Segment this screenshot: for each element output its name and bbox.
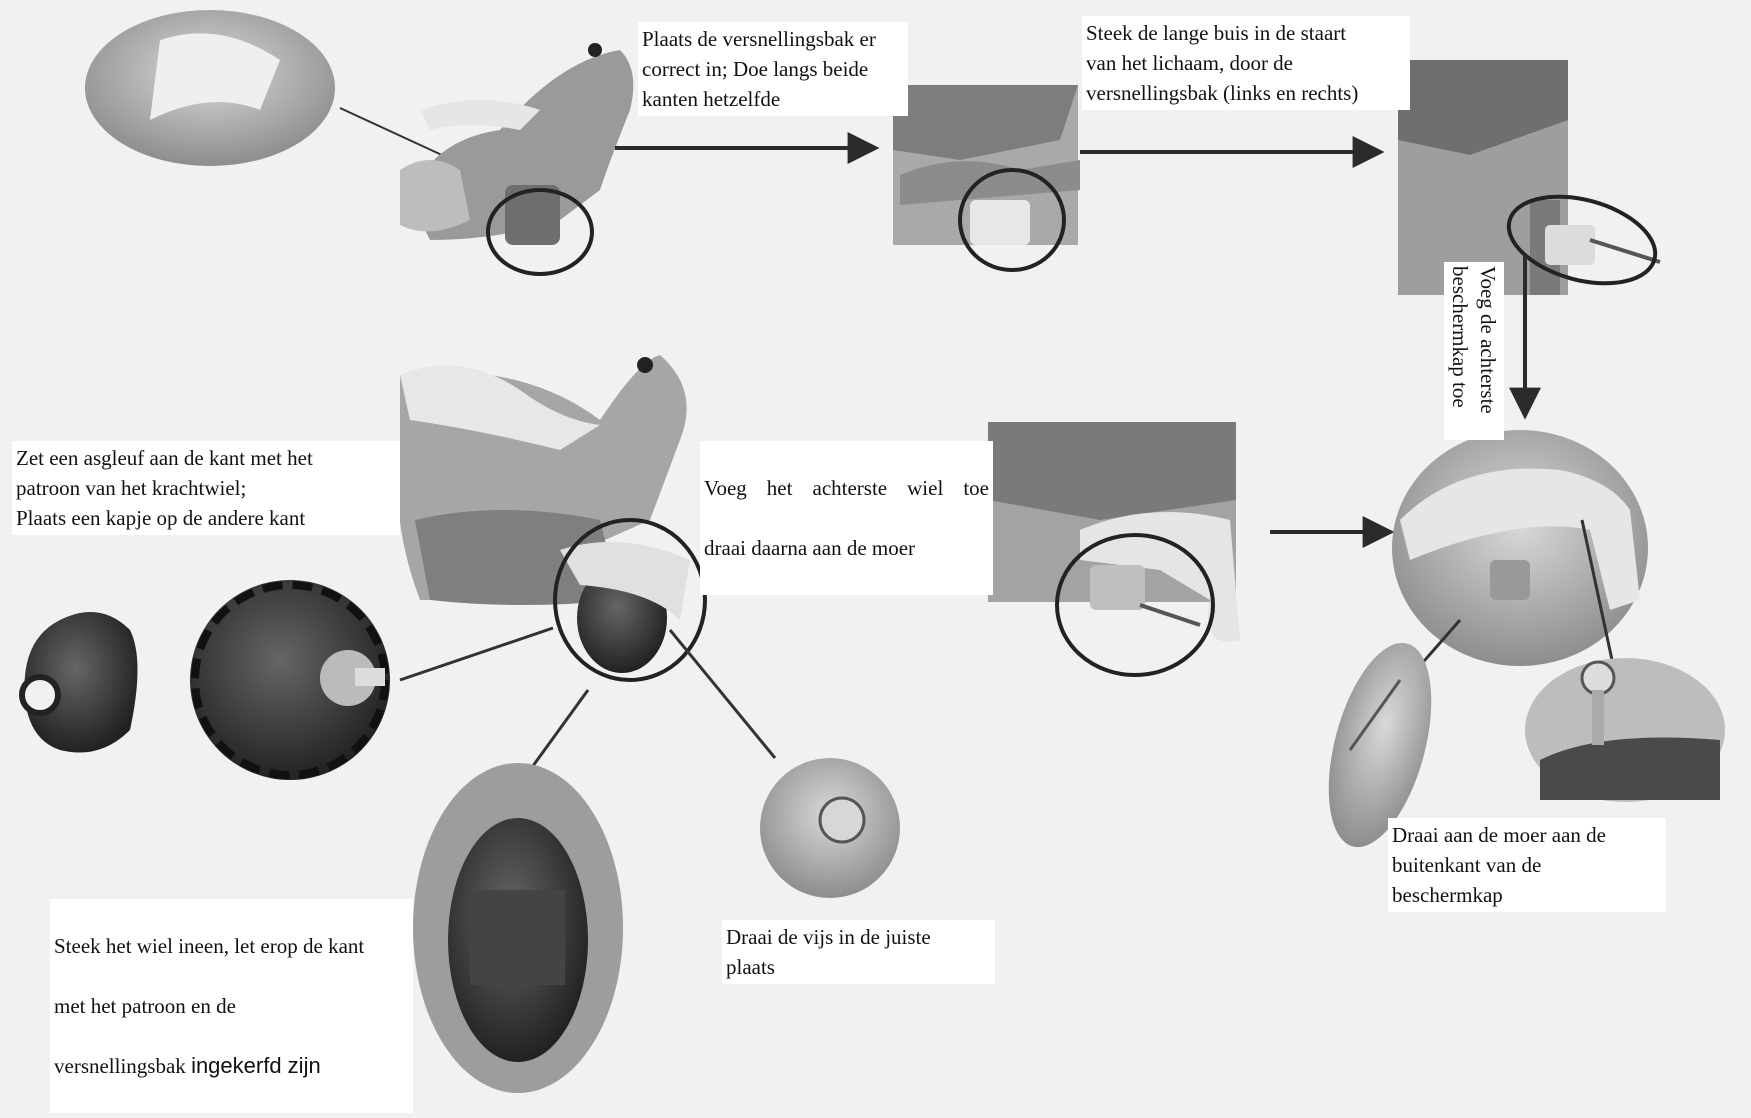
drive-wheel-part [190, 580, 390, 780]
zoom-bubble-screw [760, 758, 900, 898]
step6-line3a: versnellingsbak [54, 1054, 191, 1078]
step6-label: Steek het wiel ineen, let erop de kant m… [50, 899, 413, 1113]
step4-line1: Voeg het achterste wiel toe [704, 473, 989, 503]
step2-label: Steek de lange buis in de staart van het… [1082, 16, 1410, 110]
gearbox-closeup-step2 [893, 85, 1080, 270]
step6-line2: met het patroon en de [54, 991, 409, 1021]
rod-closeup-step3 [1398, 60, 1665, 298]
zoom-bubble-screw-guard [1525, 658, 1725, 802]
step6-line3b: ingekerfd zijn [191, 1053, 321, 1078]
step7-label: Draai de vijs in de juiste plaats [722, 920, 995, 984]
step8-label: Draai aan de moer aan de buitenkant van … [1388, 818, 1666, 912]
step4-label: Voeg het achterste wiel toe draai daarna… [700, 441, 993, 595]
step3-label: Voeg de achterste beschermkap toe [1444, 262, 1504, 440]
step1-label: Plaats de versnellingsbak er correct in;… [638, 22, 908, 116]
rear-wheel-closeup [988, 422, 1240, 675]
zoom-bubble-body-slot [85, 10, 470, 168]
step6-line1: Steek het wiel ineen, let erop de kant [54, 931, 409, 961]
step5-label: Zet een asgleuf aan de kant met het patr… [12, 441, 400, 535]
step4-line2: draai daarna aan de moer [704, 533, 989, 563]
wheel-cap-part [22, 612, 138, 753]
zoom-bubble-wheel [413, 763, 623, 1093]
bird-body-step1 [400, 43, 633, 274]
